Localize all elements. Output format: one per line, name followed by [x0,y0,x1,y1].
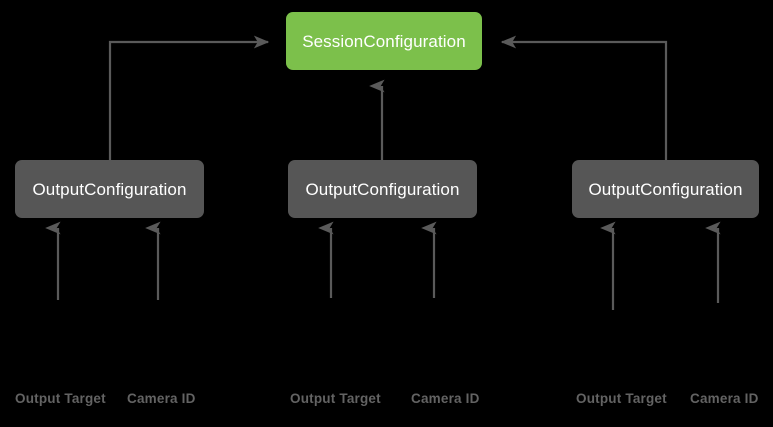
leaf-label-camera-id-left: Camera ID [127,391,196,406]
leaf-label-camera-id-right: Camera ID [690,391,759,406]
leaf-label-camera-id-middle: Camera ID [411,391,480,406]
node-session-configuration[interactable]: SessionConfiguration [286,12,482,70]
node-output-configuration-middle[interactable]: OutputConfiguration [288,160,477,218]
leaf-label-output-target-left: Output Target [15,391,106,406]
edge-left-output-to-session [108,35,270,160]
node-output-configuration-middle-label: OutputConfiguration [305,179,460,199]
node-session-configuration-label: SessionConfiguration [302,31,466,51]
node-output-configuration-right[interactable]: OutputConfiguration [572,160,759,218]
leaf-label-output-target-right: Output Target [576,391,667,406]
edge-right-output-to-session [500,35,668,160]
node-output-configuration-left-label: OutputConfiguration [32,179,187,199]
node-output-configuration-left[interactable]: OutputConfiguration [15,160,204,218]
node-output-configuration-right-label: OutputConfiguration [588,179,743,199]
leaf-label-output-target-middle: Output Target [290,391,381,406]
